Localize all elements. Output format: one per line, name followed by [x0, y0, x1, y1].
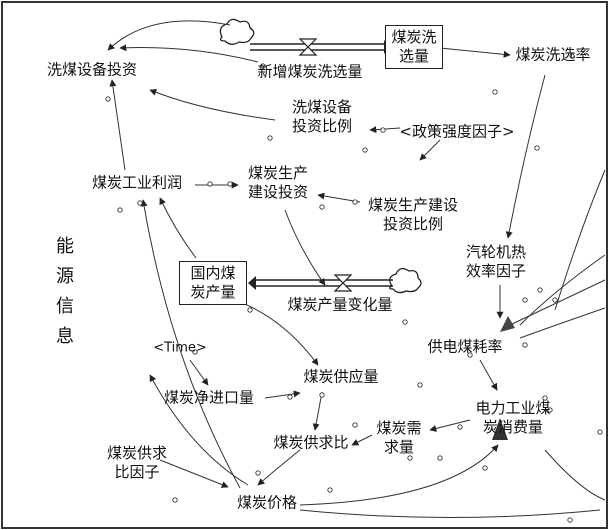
link-import-to-supply: [264, 390, 301, 399]
output-source-cloud: [389, 267, 422, 294]
incoming-arrow-head: [500, 316, 515, 332]
var-coal-demand-line2: 求量: [383, 438, 415, 456]
var-time[interactable]: <Time>: [153, 340, 207, 356]
side-label-char: 源: [56, 266, 74, 287]
var-industry-profit[interactable]: 煤炭工业利润: [91, 173, 183, 192]
side-label-char: 息: [56, 326, 74, 347]
var-power-coal-rate[interactable]: 供电煤耗率: [427, 337, 503, 356]
var-net-import[interactable]: 煤炭净进口量: [163, 388, 255, 407]
stock-washing-capacity[interactable]: 煤炭洗 选量: [385, 25, 443, 69]
output-valve: [333, 274, 353, 292]
link-stock-to-washing-rate: [439, 47, 511, 58]
stock-washing-capacity-line2: 选量: [398, 47, 429, 65]
link-ratio-to-price: [257, 449, 301, 486]
stock-domestic-output[interactable]: 国内煤 炭产量: [179, 261, 247, 305]
link-output-to-supply: [239, 301, 319, 366]
var-production-investment-line1: 煤炭生产: [247, 164, 309, 182]
link-profit-to-investment: [109, 79, 126, 171]
link-policy-to-prod-ratio: [419, 139, 441, 161]
stock-domestic-output-line2: 炭产量: [190, 283, 236, 301]
stock-washing-capacity-line1: 煤炭洗: [391, 28, 437, 46]
link-time-to-import: [189, 359, 209, 386]
var-power-consumption-line1: 电力工业煤: [475, 399, 551, 417]
var-coal-demand[interactable]: 煤炭需 求量: [376, 419, 421, 457]
var-production-invest-ratio[interactable]: 煤炭生产建设 投资比例: [368, 196, 458, 234]
var-policy-factor[interactable]: <政策强度因子>: [399, 122, 515, 141]
side-label-energy-info: 能 源 信 息: [55, 232, 75, 352]
var-washing-investment[interactable]: 洗煤设备投资: [46, 60, 138, 79]
var-supply-demand-factor-line1: 煤炭供求: [106, 444, 168, 462]
var-power-consumption[interactable]: 电力工业煤 炭消费量: [475, 399, 550, 437]
link-price-to-profit: [140, 199, 241, 489]
washing-valve: [298, 38, 318, 56]
var-coal-price[interactable]: 煤炭价格: [236, 493, 298, 512]
link-supply-to-ratio: [312, 391, 323, 431]
link-demand-to-ratio: [351, 434, 373, 446]
var-production-investment-line2: 建设投资: [247, 183, 309, 201]
side-label-char: 信: [56, 296, 74, 317]
link-origin-dots: [105, 53, 603, 523]
var-supply-demand-factor-line2: 比因子: [114, 463, 160, 481]
stock-domestic-output-line1: 国内煤: [190, 264, 236, 282]
var-coal-demand-line1: 煤炭需: [376, 419, 422, 437]
var-washing-invest-ratio[interactable]: 洗煤设备 投资比例: [292, 98, 352, 136]
washing-flow-pipe: [219, 18, 390, 56]
link-factor-to-price: [159, 459, 229, 488]
output-flow-pipe: [248, 267, 422, 294]
var-turbine-factor[interactable]: 汽轮机热 效率因子: [466, 243, 526, 281]
link-price-to-consumption: [299, 444, 499, 506]
var-washing-invest-ratio-line2: 投资比例: [291, 117, 353, 135]
var-production-invest-ratio-line2: 投资比例: [382, 215, 444, 233]
link-consumption-to-demand: [429, 419, 471, 432]
var-turbine-factor-line1: 汽轮机热: [465, 243, 527, 261]
var-power-consumption-line2: 炭消费量: [482, 418, 544, 436]
link-new-washing-to-investment: [119, 44, 259, 63]
causal-links: [107, 20, 606, 518]
link-output-to-profit: [159, 197, 197, 259]
var-production-invest-ratio-line1: 煤炭生产建设: [367, 196, 459, 214]
var-washing-invest-ratio-line1: 洗煤设备: [291, 98, 353, 116]
side-label-char: 能: [56, 236, 74, 257]
var-coal-supply[interactable]: 煤炭供应量: [303, 367, 379, 386]
link-washing-rate-to-turbine: [505, 74, 546, 239]
var-output-change[interactable]: 煤炭产量变化量: [287, 295, 393, 314]
var-supply-demand-factor[interactable]: 煤炭供求 比因子: [107, 444, 167, 482]
var-new-washing[interactable]: 新增煤炭洗选量: [257, 62, 363, 81]
link-prod-investment-to-change: [284, 209, 326, 286]
link-power-rate-to-consumption: [479, 359, 498, 391]
var-turbine-factor-line2: 效率因子: [465, 262, 527, 280]
upward-arrow-head: [492, 418, 508, 440]
link-ratio-to-investment: [149, 89, 276, 121]
var-production-investment[interactable]: 煤炭生产 建设投资: [248, 164, 308, 202]
washing-source-cloud: [219, 18, 255, 45]
var-washing-rate[interactable]: 煤炭洗选率: [515, 45, 591, 64]
var-supply-demand-ratio[interactable]: 煤炭供求比: [273, 433, 349, 452]
